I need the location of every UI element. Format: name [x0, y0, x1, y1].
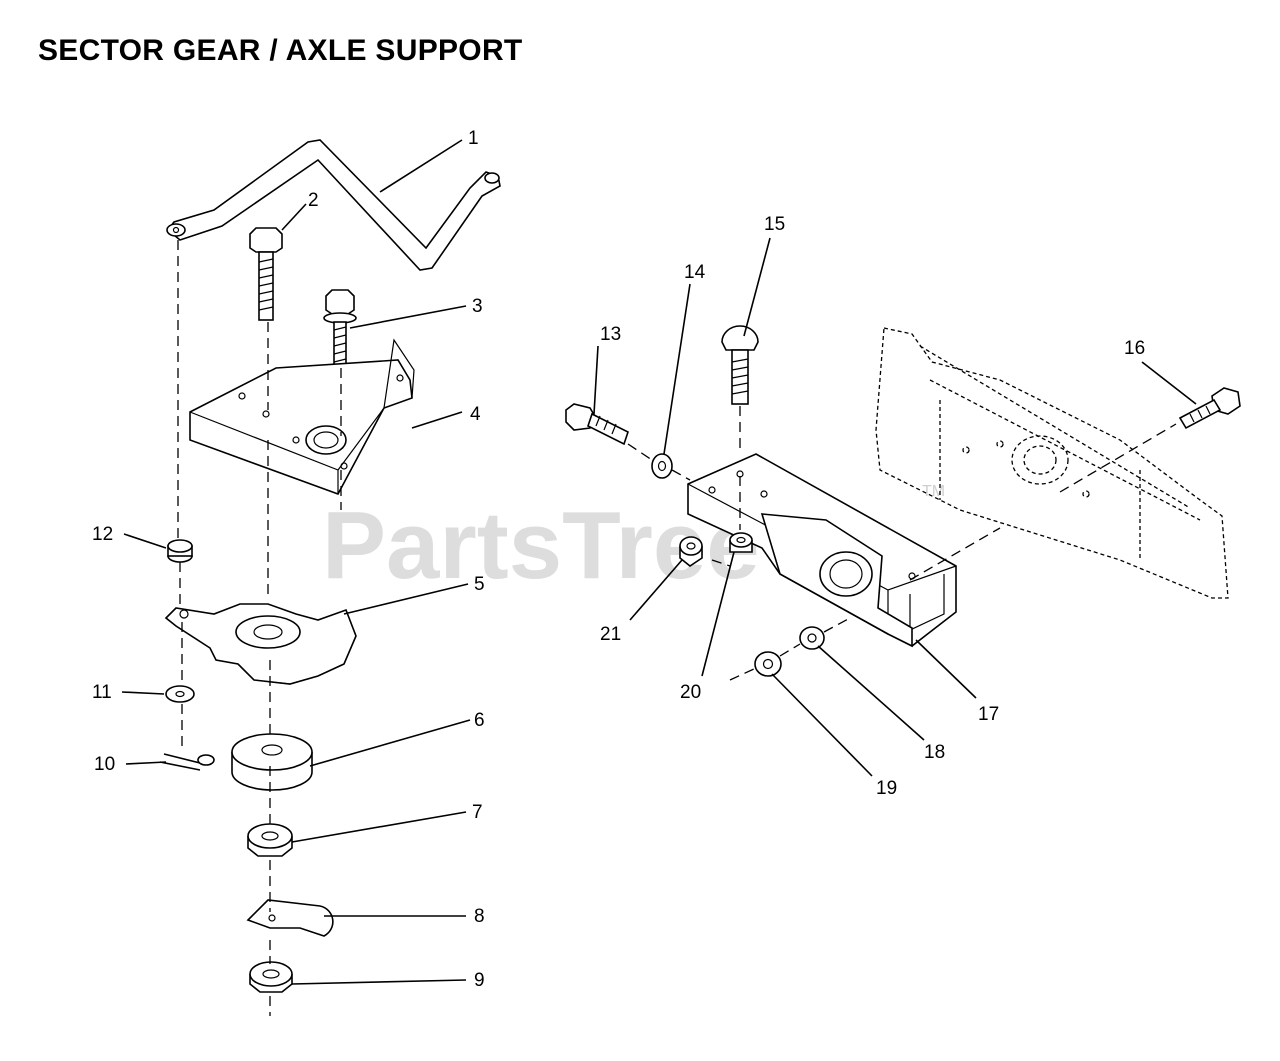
part-9-nut	[249, 961, 293, 993]
callout-21: 21	[600, 624, 621, 645]
callout-7: 7	[472, 802, 483, 823]
part-5-sector-gear	[164, 603, 357, 685]
part-19-nut	[754, 651, 782, 677]
page-title: SECTOR GEAR / AXLE SUPPORT	[38, 34, 523, 67]
callout-13: 13	[600, 324, 621, 345]
callout-4: 4	[470, 404, 481, 425]
part-10-cotter-pin	[159, 753, 215, 771]
callout-18: 18	[924, 742, 945, 763]
callout-15: 15	[764, 214, 785, 235]
left-alignment-lines	[177, 240, 342, 1016]
callout-11: 11	[92, 682, 112, 703]
part-17-axle-support	[687, 453, 957, 648]
part-4-bracket	[189, 338, 415, 495]
callout-leaders	[121, 139, 1197, 985]
part-3-bolt	[323, 289, 357, 367]
part-14-washer	[651, 453, 673, 479]
callout-9: 9	[474, 970, 485, 991]
callout-2: 2	[308, 190, 319, 211]
svg-text:TM: TM	[922, 483, 945, 500]
callout-6: 6	[474, 710, 485, 731]
part-11-washer	[165, 685, 195, 703]
callout-16: 16	[1124, 338, 1145, 359]
right-alignment-lines	[627, 406, 1177, 681]
callout-8: 8	[474, 906, 485, 927]
part-2-bolt	[249, 227, 283, 321]
callout-19: 19	[876, 778, 897, 799]
part-8-clip	[246, 899, 334, 937]
part-1-drag-link	[166, 139, 501, 271]
part-6-plate	[231, 733, 313, 791]
callout-1: 1	[468, 128, 479, 149]
callout-3: 3	[472, 296, 483, 317]
callout-14: 14	[684, 262, 706, 283]
callout-12: 12	[92, 524, 113, 545]
part-7-nut	[247, 823, 293, 857]
part-12-nut	[167, 539, 193, 563]
part-13-bolt	[565, 403, 629, 446]
callout-numbers: 1 2 3 4 5 6 7 8 9 10 11 12 13 14 15 16 1…	[92, 128, 1145, 991]
part-18-nut	[799, 626, 825, 650]
frame-reference	[875, 327, 1229, 599]
callout-5: 5	[474, 574, 485, 595]
callout-17: 17	[978, 704, 999, 725]
part-21-nut	[679, 536, 703, 567]
part-20-spacer	[729, 532, 753, 553]
part-15-carriage-bolt	[721, 325, 759, 405]
part-16-bolt	[1178, 387, 1241, 430]
callout-20: 20	[680, 682, 701, 703]
callout-10: 10	[94, 754, 115, 775]
